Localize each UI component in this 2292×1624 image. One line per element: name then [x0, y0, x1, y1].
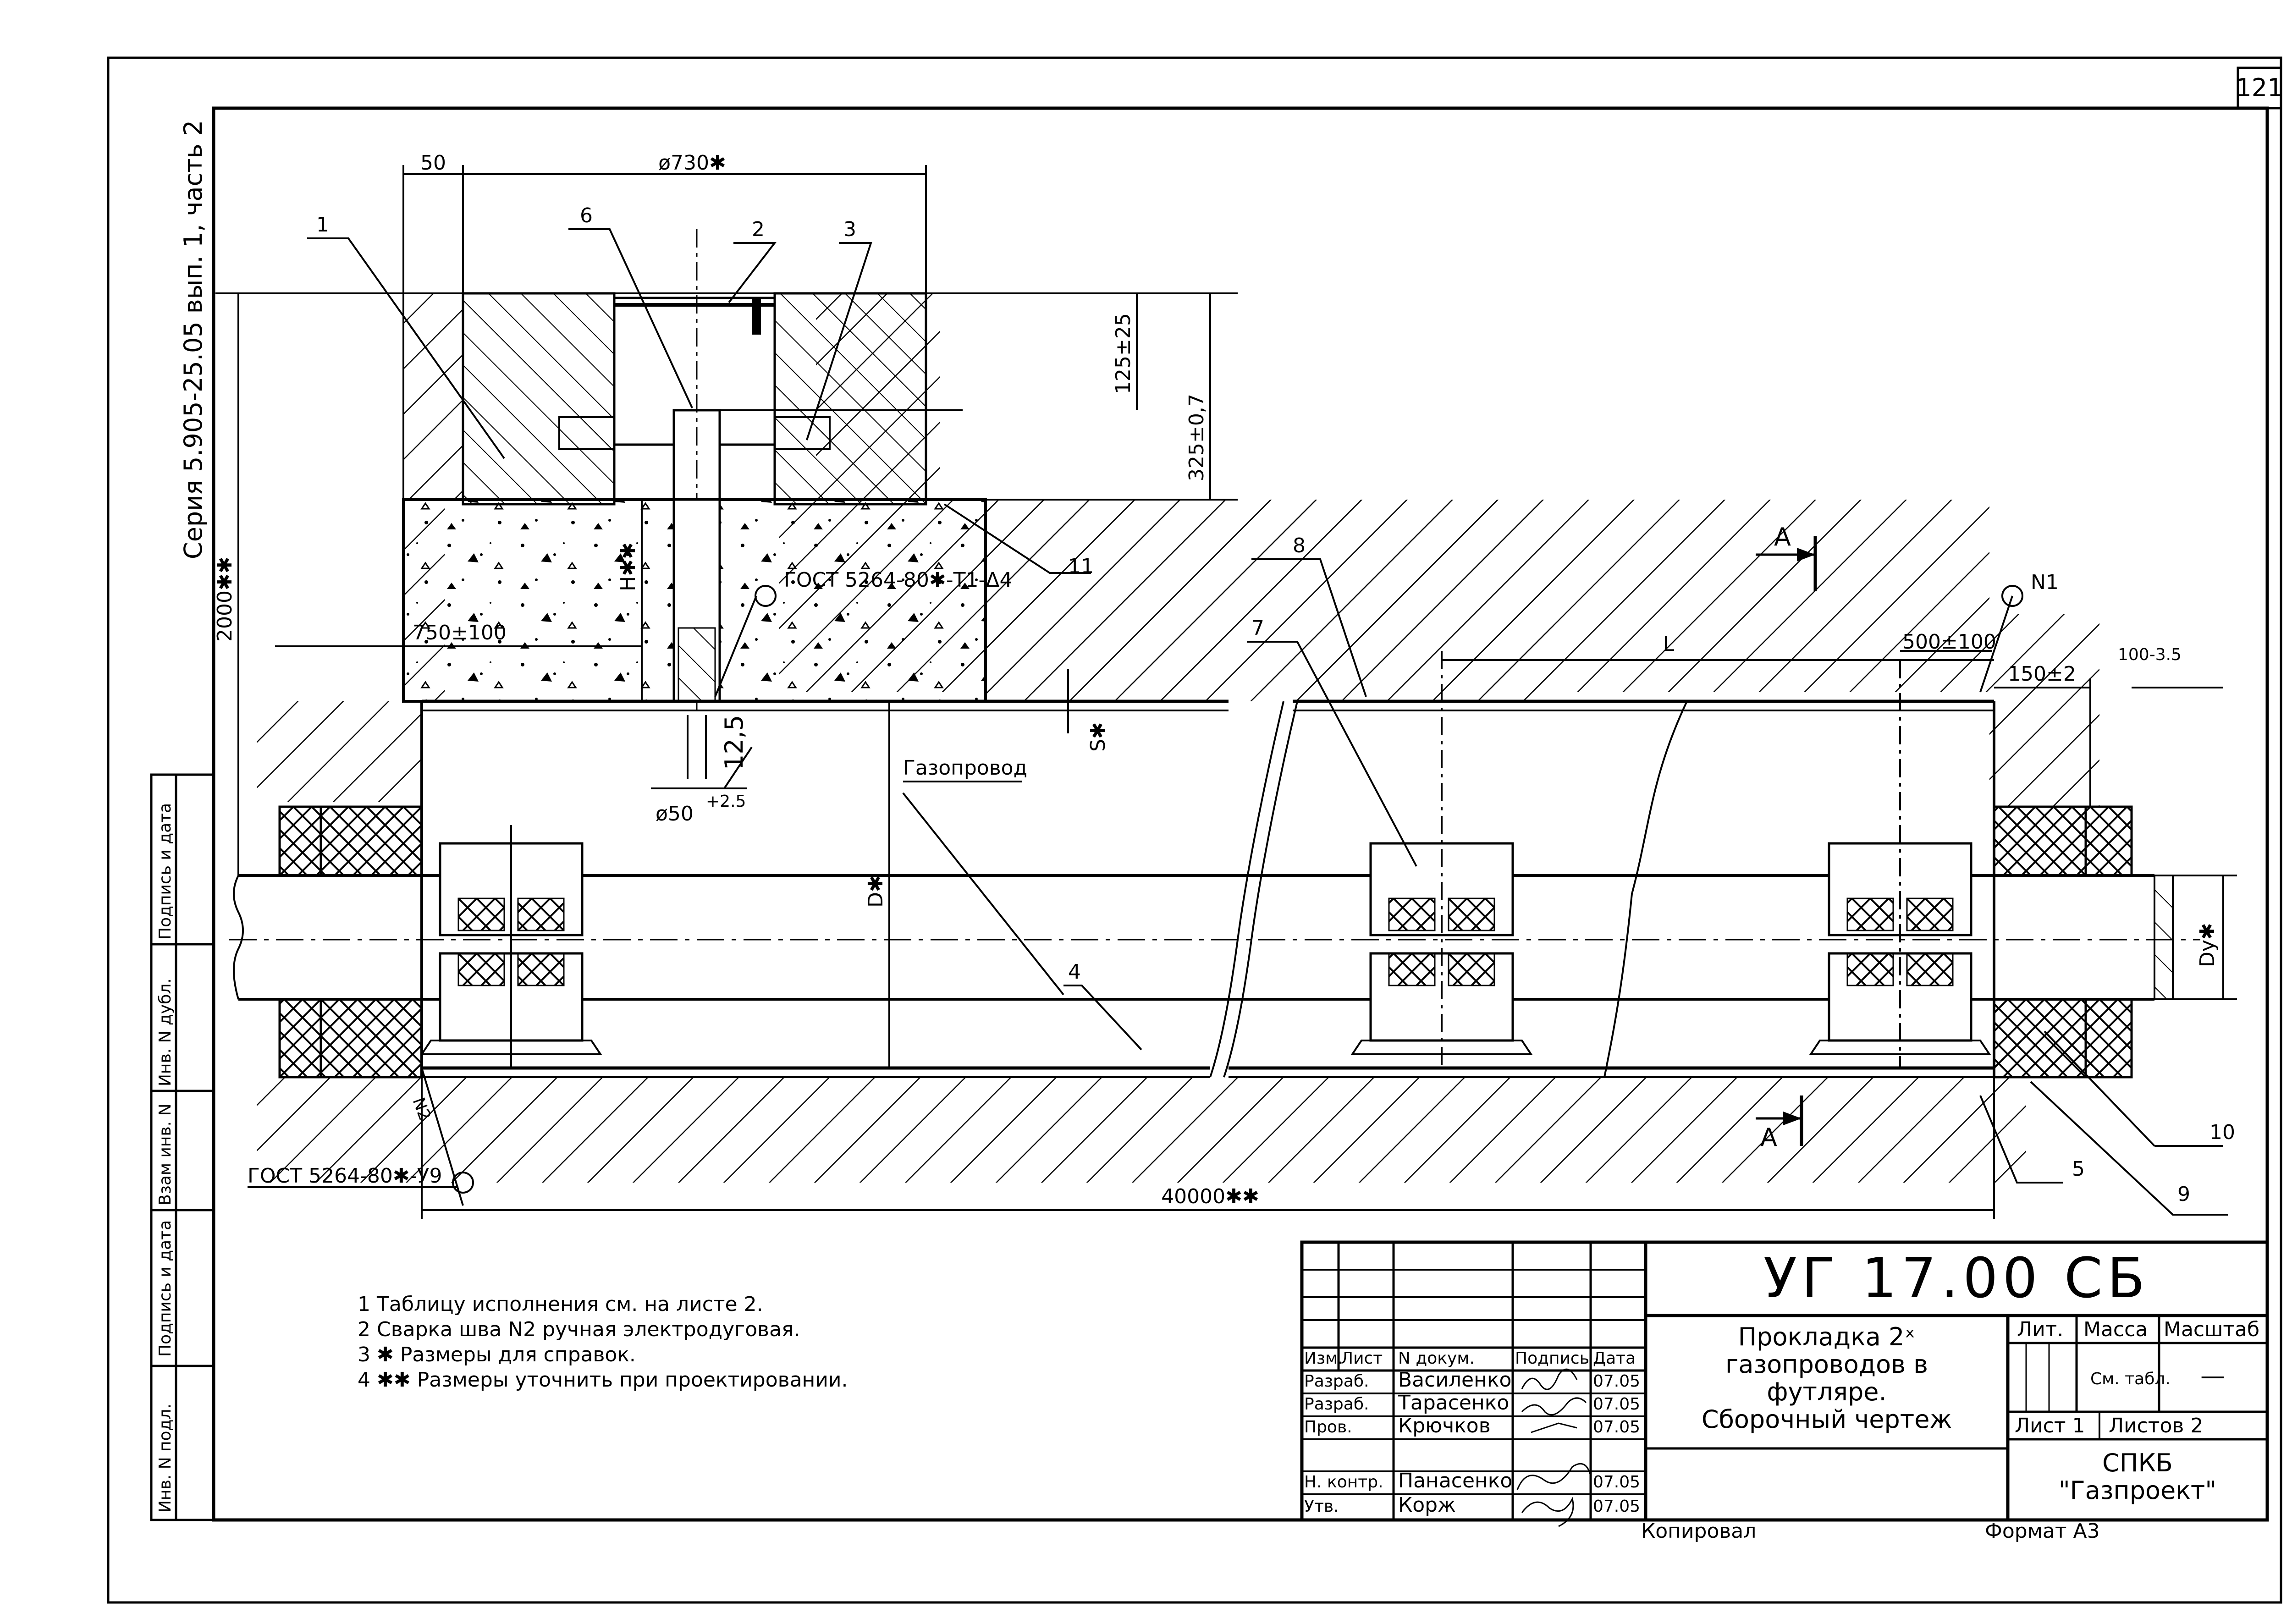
row-role-4: Утв. — [1304, 1497, 1339, 1516]
dim-750: 750±100 — [413, 621, 507, 644]
callout-3: 3 — [843, 218, 856, 241]
row-name-3: Панасенко — [1398, 1469, 1512, 1492]
title-line-2: газопроводов в — [1725, 1350, 1928, 1379]
callout-7: 7 — [1251, 617, 1264, 640]
dim-h: H✱✱ — [617, 542, 640, 591]
support-1 — [420, 825, 602, 1068]
dim-40000: 40000✱✱ — [1161, 1185, 1259, 1208]
callout-5: 5 — [2072, 1157, 2085, 1181]
note-1: 1 Таблицу исполнения см. на листе 2. — [358, 1293, 763, 1316]
dim-dy: Dy✱ — [2196, 923, 2219, 967]
col-sign: Подпись — [1515, 1349, 1589, 1368]
scale-header: Масштаб — [2164, 1318, 2259, 1341]
dim-d: D✱ — [864, 875, 887, 908]
doc-code: УГ 17.00 СБ — [1763, 1247, 2149, 1310]
note-4: 4 ✱✱ Размеры уточнить при проектировании… — [358, 1368, 848, 1392]
stamp-label-1: Подпись и дата — [156, 1220, 175, 1357]
dim-100: 100-3.5 — [2118, 645, 2182, 664]
n1-label: N1 — [2031, 571, 2059, 594]
dim-50: 50 — [420, 151, 446, 175]
side-stamp: Инв. N подл. Подпись и дата Взам инв. N … — [150, 773, 215, 1521]
col-date: Дата — [1593, 1349, 1636, 1368]
title-line-3: футляре. — [1767, 1377, 1886, 1406]
stamp-label-0: Инв. N подл. — [156, 1404, 175, 1513]
row-role-2: Пров. — [1304, 1418, 1352, 1437]
scale-value: — — [2200, 1361, 2225, 1390]
page-number: 121 — [2236, 73, 2283, 102]
row-role-1: Разраб. — [1304, 1395, 1369, 1414]
dim-2000: 2000✱✱ — [213, 556, 237, 642]
end-seals — [278, 805, 2133, 1079]
dim-500: 500±100 — [1902, 630, 1996, 654]
sheet-total: Листов 2 — [2109, 1414, 2203, 1437]
callout-10: 10 — [2209, 1121, 2235, 1144]
page-number-box — [2237, 66, 2282, 110]
copied-label: Копировал — [1641, 1519, 1756, 1543]
col-list: Лист — [1341, 1349, 1383, 1368]
row-role-3: Н. контр. — [1304, 1473, 1383, 1492]
mass-value: См. табл. — [2090, 1370, 2171, 1388]
callout-9: 9 — [2177, 1183, 2190, 1206]
row-date-1: 07.05 — [1593, 1395, 1640, 1414]
dim-50-tol: +2.5 — [706, 792, 746, 811]
row-date-0: 07.05 — [1593, 1372, 1640, 1391]
note-3: 3 ✱ Размеры для справок. — [358, 1343, 636, 1366]
casing-pipe — [420, 699, 1995, 1078]
dim-12-5: 12,5 — [720, 715, 749, 770]
org-line-2: "Газпроект" — [2059, 1476, 2216, 1505]
dimension-lines — [215, 165, 2237, 1219]
row-role-0: Разраб. — [1304, 1372, 1369, 1391]
svg-text:A: A — [1760, 1123, 1777, 1152]
row-name-0: Василенко — [1398, 1368, 1511, 1392]
lit-header: Лит. — [2017, 1318, 2063, 1341]
sheet-num: Лист 1 — [2015, 1414, 2085, 1437]
gost-label-2: ГОСТ 5264-80✱-У9 — [248, 1164, 442, 1188]
callout-1: 1 — [316, 213, 329, 237]
row-name-4: Корж — [1398, 1493, 1456, 1517]
support-2 — [1350, 651, 1533, 1068]
row-date-4: 07.05 — [1593, 1497, 1640, 1516]
format-label: Формат А3 — [1985, 1519, 2100, 1543]
callout-8: 8 — [1293, 534, 1306, 557]
dim-730: ø730✱ — [658, 151, 726, 175]
section-arrow-bottom: A — [1756, 1096, 1803, 1152]
row-name-1: Тарасенко — [1398, 1391, 1509, 1415]
leader-lines — [307, 228, 2228, 1216]
outer-frame — [107, 56, 2282, 1604]
gost-label-1: ГОСТ 5264-80✱-Т1-Δ4 — [784, 568, 1012, 592]
dim-50-hole: ø50 — [656, 802, 694, 826]
col-doc: N докум. — [1398, 1349, 1475, 1368]
org-line-1: СПКБ — [2102, 1448, 2173, 1477]
callout-4: 4 — [1068, 960, 1081, 984]
dim-150: 150±2 — [2008, 662, 2076, 686]
stamp-label-2: Взам инв. N — [156, 1104, 175, 1206]
gas-pipe-label: Газопровод — [903, 756, 1027, 780]
title-block — [1300, 1240, 2269, 1522]
stamp-label-4: Подпись и дата — [156, 803, 175, 940]
row-date-2: 07.05 — [1593, 1418, 1640, 1437]
signatures — [1516, 1368, 1592, 1527]
note-2: 2 Сварка шва N2 ручная электродуговая. — [358, 1318, 800, 1341]
dim-s: S✱ — [1086, 722, 1110, 752]
dim-l: L — [1663, 633, 1675, 656]
mass-header: Масса — [2083, 1318, 2148, 1341]
callout-2: 2 — [752, 218, 765, 241]
col-izm: Изм. — [1304, 1349, 1343, 1368]
series-label: Серия 5.905-25.05 вып. 1, часть 2 — [179, 120, 208, 559]
title-line-4: Сборочный чертеж — [1702, 1405, 1952, 1434]
dim-125: 125±25 — [1112, 313, 1135, 394]
row-name-2: Крючков — [1398, 1414, 1491, 1437]
support-3 — [1809, 660, 1991, 1068]
notes: 1 Таблицу исполнения см. на листе 2. 2 С… — [358, 1293, 848, 1392]
title-line-1: Прокладка 2ˣ — [1738, 1322, 1916, 1351]
stamp-label-3: Инв. N дубл. — [156, 978, 175, 1086]
callout-6: 6 — [580, 204, 593, 227]
row-date-3: 07.05 — [1593, 1473, 1640, 1492]
dim-325: 325±0,7 — [1185, 394, 1208, 481]
callout-11: 11 — [1068, 555, 1094, 578]
section-arrow-top: A — [1756, 523, 1817, 591]
svg-text:A: A — [1774, 523, 1791, 551]
